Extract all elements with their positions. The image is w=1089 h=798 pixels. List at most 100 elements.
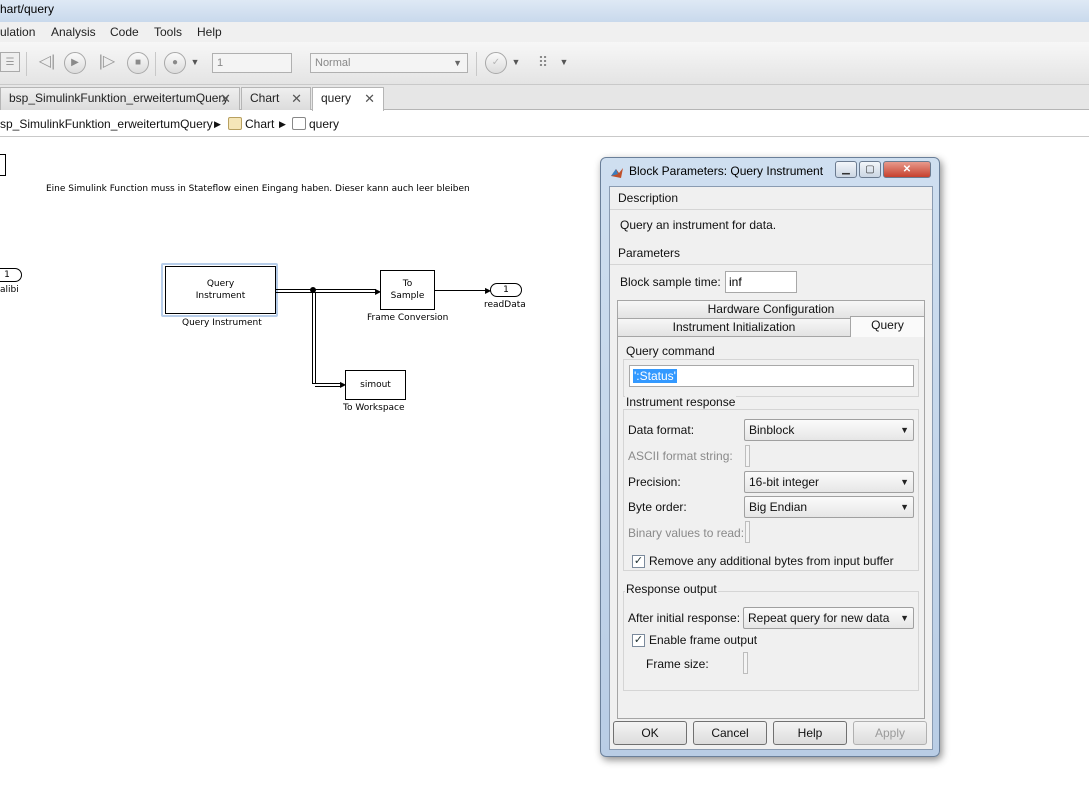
signal-line[interactable] <box>276 292 376 293</box>
ok-button[interactable]: OK <box>613 721 687 745</box>
tab-chart[interactable]: Chart ✕ <box>241 87 311 110</box>
minimize-icon: ▁ <box>842 164 850 175</box>
sample-time-input[interactable]: inf <box>725 271 797 293</box>
close-button[interactable]: ✕ <box>883 161 931 178</box>
tab-instrument-initialization[interactable]: Instrument Initialization <box>617 318 851 337</box>
menu-code[interactable]: Code <box>110 25 139 39</box>
chevron-down-icon: ▼ <box>900 425 909 435</box>
frame-conversion-block[interactable]: To Sample <box>380 270 435 310</box>
inport-block[interactable]: 1 <box>0 268 22 282</box>
help-button[interactable]: Help <box>773 721 847 745</box>
signal-line[interactable] <box>276 289 376 290</box>
step-forward-icon[interactable]: |▷ <box>98 53 116 70</box>
sample-time-label: Block sample time: <box>620 275 721 289</box>
minimize-button[interactable]: ▁ <box>835 161 857 178</box>
arrow-right-icon: ▶ <box>485 286 492 295</box>
close-icon[interactable]: ✕ <box>220 91 231 106</box>
precision-value: 16-bit integer <box>749 475 820 489</box>
instrument-response-group-label: Instrument response <box>625 395 737 409</box>
branch-point <box>310 287 316 293</box>
signal-line[interactable] <box>315 386 342 387</box>
chevron-down-icon: ▼ <box>900 613 909 623</box>
after-initial-select[interactable]: Repeat query for new data ▼ <box>743 607 914 629</box>
outport-block[interactable]: 1 <box>490 283 522 297</box>
close-icon[interactable]: ✕ <box>291 91 302 106</box>
breadcrumb-leaf[interactable]: query <box>309 117 340 131</box>
response-output-group-label: Response output <box>625 582 718 596</box>
record-dropdown-icon[interactable]: ▼ <box>190 57 200 67</box>
simulation-mode-value: Normal <box>315 57 351 69</box>
stop-icon[interactable]: ■ <box>127 52 149 74</box>
block-parameters-dialog: Block Parameters: Query Instrument ▁ ▢ ✕… <box>600 157 940 757</box>
data-format-label: Data format: <box>628 423 695 437</box>
precision-label: Precision: <box>628 475 681 489</box>
menu-tools[interactable]: Tools <box>154 25 183 39</box>
maximize-icon: ▢ <box>865 164 875 175</box>
query-instrument-label: Query Instrument <box>182 318 262 328</box>
check-dropdown-icon[interactable]: ▼ <box>511 57 521 67</box>
chevron-down-icon: ▼ <box>900 502 909 512</box>
signal-line[interactable] <box>312 289 313 384</box>
breadcrumb-root[interactable]: sp_SimulinkFunktion_erweitertumQuery <box>0 117 213 131</box>
menu-bar: ulation Analysis Code Tools Help <box>0 22 1089 42</box>
close-icon[interactable]: ✕ <box>364 91 375 106</box>
matlab-icon <box>611 168 623 178</box>
precision-select[interactable]: 16-bit integer ▼ <box>744 471 914 493</box>
tab-model-label: bsp_SimulinkFunktion_erweitertumQuery <box>9 91 229 105</box>
grid-icon[interactable]: ⠿ <box>537 54 549 70</box>
chart-icon <box>228 117 242 130</box>
after-initial-label: After initial response: <box>628 611 741 625</box>
query-instrument-block[interactable]: Query Instrument <box>165 266 276 314</box>
query-block-selection <box>161 263 278 317</box>
signal-line[interactable] <box>312 383 342 384</box>
record-icon[interactable]: ● <box>164 52 186 74</box>
arrow-right-icon: ▶ <box>375 287 382 296</box>
signal-line[interactable] <box>315 292 316 384</box>
byte-order-select[interactable]: Big Endian ▼ <box>744 496 914 518</box>
step-input[interactable]: 1 <box>212 53 292 73</box>
remove-bytes-checkbox[interactable]: ✓ <box>632 555 645 568</box>
tab-query[interactable]: query ✕ <box>312 87 384 111</box>
remove-bytes-label: Remove any additional bytes from input b… <box>649 554 894 568</box>
breadcrumb-chart[interactable]: Chart <box>245 117 275 131</box>
checkmark-icon: ✓ <box>633 634 644 646</box>
function-icon <box>292 117 306 130</box>
response-output-group <box>623 591 919 691</box>
chevron-right-icon: ▶ <box>214 119 221 129</box>
query-command-value: ':Status' <box>633 369 677 383</box>
partial-block[interactable] <box>0 154 6 176</box>
apply-button[interactable]: Apply <box>853 721 927 745</box>
simulation-mode-select[interactable]: Normal ▼ <box>310 53 468 73</box>
run-icon[interactable]: ▶ <box>64 52 86 74</box>
inport-label: alibi <box>0 285 19 295</box>
menu-simulation[interactable]: ulation <box>0 25 36 39</box>
signal-line[interactable] <box>435 290 487 291</box>
ascii-format-input <box>745 445 750 467</box>
close-icon: ✕ <box>902 164 912 175</box>
breadcrumb: sp_SimulinkFunktion_erweitertumQuery ▶ C… <box>0 111 1089 137</box>
tab-query[interactable]: Query <box>850 316 925 338</box>
menu-analysis[interactable]: Analysis <box>51 25 96 39</box>
canvas-annotation[interactable]: Eine Simulink Function muss in Stateflow… <box>46 184 470 194</box>
to-workspace-block[interactable]: simout <box>345 370 406 400</box>
tab-query-label: query <box>321 91 352 105</box>
data-format-select[interactable]: Binblock ▼ <box>744 419 914 441</box>
ascii-format-label: ASCII format string: <box>628 449 733 463</box>
checkmark-icon: ✓ <box>633 555 644 567</box>
chevron-right-icon: ▶ <box>279 119 286 129</box>
grid-dropdown-icon[interactable]: ▼ <box>559 57 569 67</box>
check-icon[interactable]: ✓ <box>485 52 507 74</box>
outport-number: 1 <box>503 285 509 295</box>
menu-help[interactable]: Help <box>197 25 222 39</box>
arrow-right-icon: ▶ <box>340 380 347 389</box>
window-titlebar: hart/query <box>0 0 1089 22</box>
step-back-icon[interactable]: ◁| <box>38 53 56 70</box>
tab-model[interactable]: bsp_SimulinkFunktion_erweitertumQuery ✕ <box>0 87 240 110</box>
query-command-input[interactable]: ':Status' <box>629 365 914 387</box>
maximize-button[interactable]: ▢ <box>859 161 881 178</box>
frame-size-label: Frame size: <box>646 657 709 671</box>
library-browser-icon[interactable]: ☰ <box>0 52 20 72</box>
model-tab-bar: bsp_SimulinkFunktion_erweitertumQuery ✕ … <box>0 85 1089 111</box>
enable-frame-checkbox[interactable]: ✓ <box>632 634 645 647</box>
cancel-button[interactable]: Cancel <box>693 721 767 745</box>
